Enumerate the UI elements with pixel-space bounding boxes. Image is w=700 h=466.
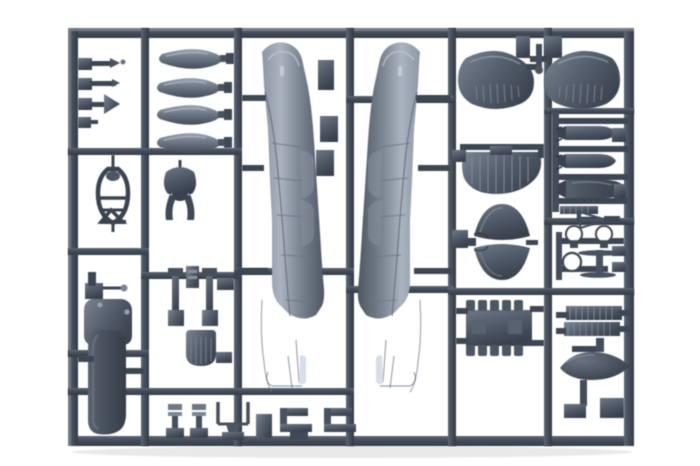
bomb-small-1 [555,126,616,142]
bomb-fins-rack [560,206,598,214]
axle-part-1 [578,250,622,278]
detail-clamp-1 [280,408,312,440]
cowling-gates [452,230,538,248]
wheels-group [556,224,626,280]
exhaust-stubs-top [466,300,523,311]
landing-gear-group [168,266,234,366]
gear-door-small-2 [217,278,234,290]
tailplane-gates [516,36,562,74]
main-gear-leg-right [202,268,218,326]
radiator-grille-2 [556,310,632,336]
small-lever-3 [190,404,208,438]
tail-wheel-bay [186,330,216,366]
bottom-detail-parts [166,402,356,440]
cowling-half-upper [473,204,530,240]
propeller-blade-3 [157,105,232,125]
propeller-blade-4 [157,133,232,153]
bomb-large [558,180,626,198]
tailplane-right [544,50,620,109]
tailplane-left [458,50,538,109]
gear-door-small-1 [186,266,199,288]
drop-tank [78,330,144,435]
main-gear-leg-left [168,268,184,326]
exhaust-stack-block [456,300,544,356]
gunsight [216,402,250,440]
propeller-spinner [560,338,630,418]
propeller-blade-1 [159,49,234,69]
fuselage-half-right [357,42,422,393]
fuselage-half-left [260,42,325,393]
arrow-vane-part [78,94,120,114]
wheel-disc-1 [564,224,584,248]
wing-root-fillet [452,144,544,194]
ordnance-group [552,112,628,230]
antenna-triangle [576,210,620,230]
exhaust-stubs-bottom [466,345,523,356]
wheel-disc-2 [594,224,614,248]
propeller-blades-group [157,49,234,153]
detail-block-1 [256,414,272,438]
detail-clamp-2 [324,408,356,432]
small-lever-2 [78,78,120,90]
detail-parts-group-left [78,58,126,128]
small-lever-1 [78,58,126,70]
headrest-armour [163,160,197,220]
fuselage-attachment-gates [238,60,452,274]
propeller-blade-2 [157,78,232,98]
cowling-half-lower [473,244,530,280]
photo-shadow [72,446,632,458]
wheel-disc-3 [561,251,583,273]
radiator-grille-1 [566,306,622,320]
pilot-seat-frame [95,155,131,232]
bomb-small-2 [555,154,616,170]
pitot-tube [78,117,98,128]
control-column [166,404,184,438]
